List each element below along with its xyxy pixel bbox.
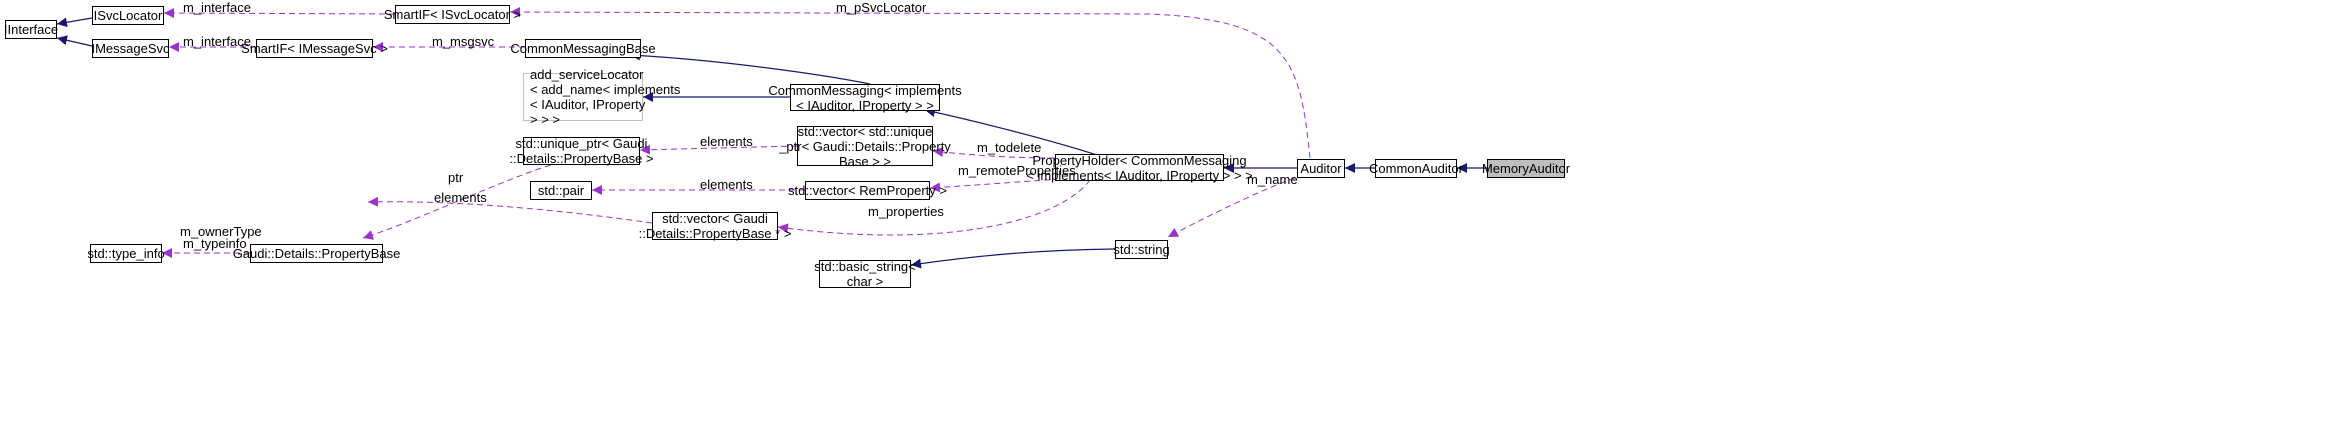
label-m-interface-2: m_interface [183, 34, 251, 49]
node-add-servicelocator-line1: add_serviceLocator [530, 67, 644, 82]
node-property-base[interactable]: Gaudi::Details::PropertyBase [232, 244, 401, 263]
edge-uniqueptr-propertybase [362, 161, 561, 240]
label-elements-3: elements [434, 190, 487, 205]
node-std-pair[interactable]: std::pair [530, 181, 592, 200]
node-basic-string[interactable]: std::basic_string< char > [814, 259, 916, 289]
node-property-holder-line2: < implements< IAuditor, IProperty > > > [1026, 167, 1253, 183]
node-unique-ptr[interactable]: std::unique_ptr< Gaudi ::Details::Proper… [509, 136, 653, 166]
node-basic-string-line1: std::basic_string< [814, 259, 916, 274]
edge-vectorunique-uniqueptr [639, 144, 798, 155]
label-elements-1: elements [700, 134, 753, 149]
node-auditor[interactable]: Auditor [1297, 159, 1345, 178]
edge-auditor-string [1167, 177, 1296, 238]
label-m-msgsvc: m_msgsvc [432, 34, 495, 49]
edge-propertyholder-commonmessaging [924, 107, 1101, 157]
node-add-servicelocator-line4: > > > [530, 112, 560, 127]
node-std-string[interactable]: std::string [1113, 240, 1170, 259]
edge-commonmessaging-base [629, 50, 871, 85]
label-elements-2: elements [700, 177, 753, 192]
label-m-typeinfo: m_typeinfo [183, 236, 247, 251]
node-type-info[interactable]: std::type_info [87, 244, 165, 263]
node-vector-unique-line3: Base > > [838, 153, 892, 169]
label-m-interface-1: m_interface [183, 0, 251, 15]
node-common-messaging[interactable]: CommonMessaging< implements < IAuditor, … [768, 83, 961, 113]
node-isvclocator[interactable]: ISvcLocator [92, 6, 164, 25]
label-ptr: ptr [448, 170, 464, 185]
node-common-auditor[interactable]: CommonAuditor [1369, 159, 1463, 178]
node-add-servicelocator[interactable]: add_serviceLocator < add_name< implement… [523, 67, 680, 127]
node-memory-auditor[interactable]: MemoryAuditor [1481, 159, 1571, 178]
node-vector-remproperty[interactable]: std::vector< RemProperty > [788, 181, 947, 200]
node-vector-propertybase-ptr[interactable]: std::vector< Gaudi ::Details::PropertyBa… [639, 211, 792, 241]
node-common-messaging-line2: < IAuditor, IProperty > > [796, 97, 934, 113]
label-m-ownertype: m_ownerType [180, 224, 262, 239]
edge-isvclocator-iinterface [56, 17, 93, 28]
node-property-holder-line1: PropertyHolder< CommonMessaging [1032, 152, 1247, 168]
edge-propertyholder-vectorpropertybase [777, 179, 1091, 236]
node-unique-ptr-line1: std::unique_ptr< Gaudi [515, 136, 648, 151]
edge-vectorpropertybase-propertybase [367, 196, 653, 224]
edge-propertyholder-vectorunique [932, 147, 1056, 159]
edge-smartif-isvclocator [163, 8, 396, 19]
label-m-properties: m_properties [868, 204, 944, 219]
label-m-psvclocator: m_pSvcLocator [836, 0, 927, 15]
node-iinterface[interactable]: IInterface [3, 20, 59, 39]
node-vector-unique-line2: _ptr< Gaudi::Details::Property [779, 138, 951, 154]
node-imessagesvc[interactable]: IMessageSvc [91, 39, 170, 58]
node-unique-ptr-line2: ::Details::PropertyBase > [509, 151, 654, 166]
node-vector-propertybase-ptr-line1: std::vector< Gaudi [662, 211, 768, 226]
label-m-name: m_name [1247, 172, 1298, 187]
node-add-servicelocator-line2: < add_name< implements [530, 82, 681, 97]
label-m-remoteproperties: m_remoteProperties [958, 163, 1076, 178]
node-smartif-imessagesvc[interactable]: SmartIF< IMessageSvc > [241, 39, 388, 58]
node-add-servicelocator-line3: < IAuditor, IProperty [530, 97, 646, 112]
edge-imessagesvc-iinterface [56, 35, 93, 47]
node-vector-unique[interactable]: std::vector< std::unique _ptr< Gaudi::De… [779, 123, 951, 169]
label-m-todelete: m_todelete [977, 140, 1042, 155]
node-vector-unique-line1: std::vector< std::unique [797, 123, 933, 139]
node-vector-propertybase-ptr-line2: ::Details::PropertyBase * > [638, 226, 792, 241]
edge-string-basicstring [910, 248, 1116, 269]
node-common-messaging-base[interactable]: CommonMessagingBase [510, 39, 656, 58]
node-smartif-isvclocator[interactable]: SmartIF< ISvcLocator > [383, 5, 522, 24]
node-property-holder[interactable]: PropertyHolder< CommonMessaging < implem… [1026, 153, 1253, 183]
node-common-messaging-line1: CommonMessaging< implements [768, 82, 962, 98]
node-basic-string-line2: char > [846, 274, 884, 289]
